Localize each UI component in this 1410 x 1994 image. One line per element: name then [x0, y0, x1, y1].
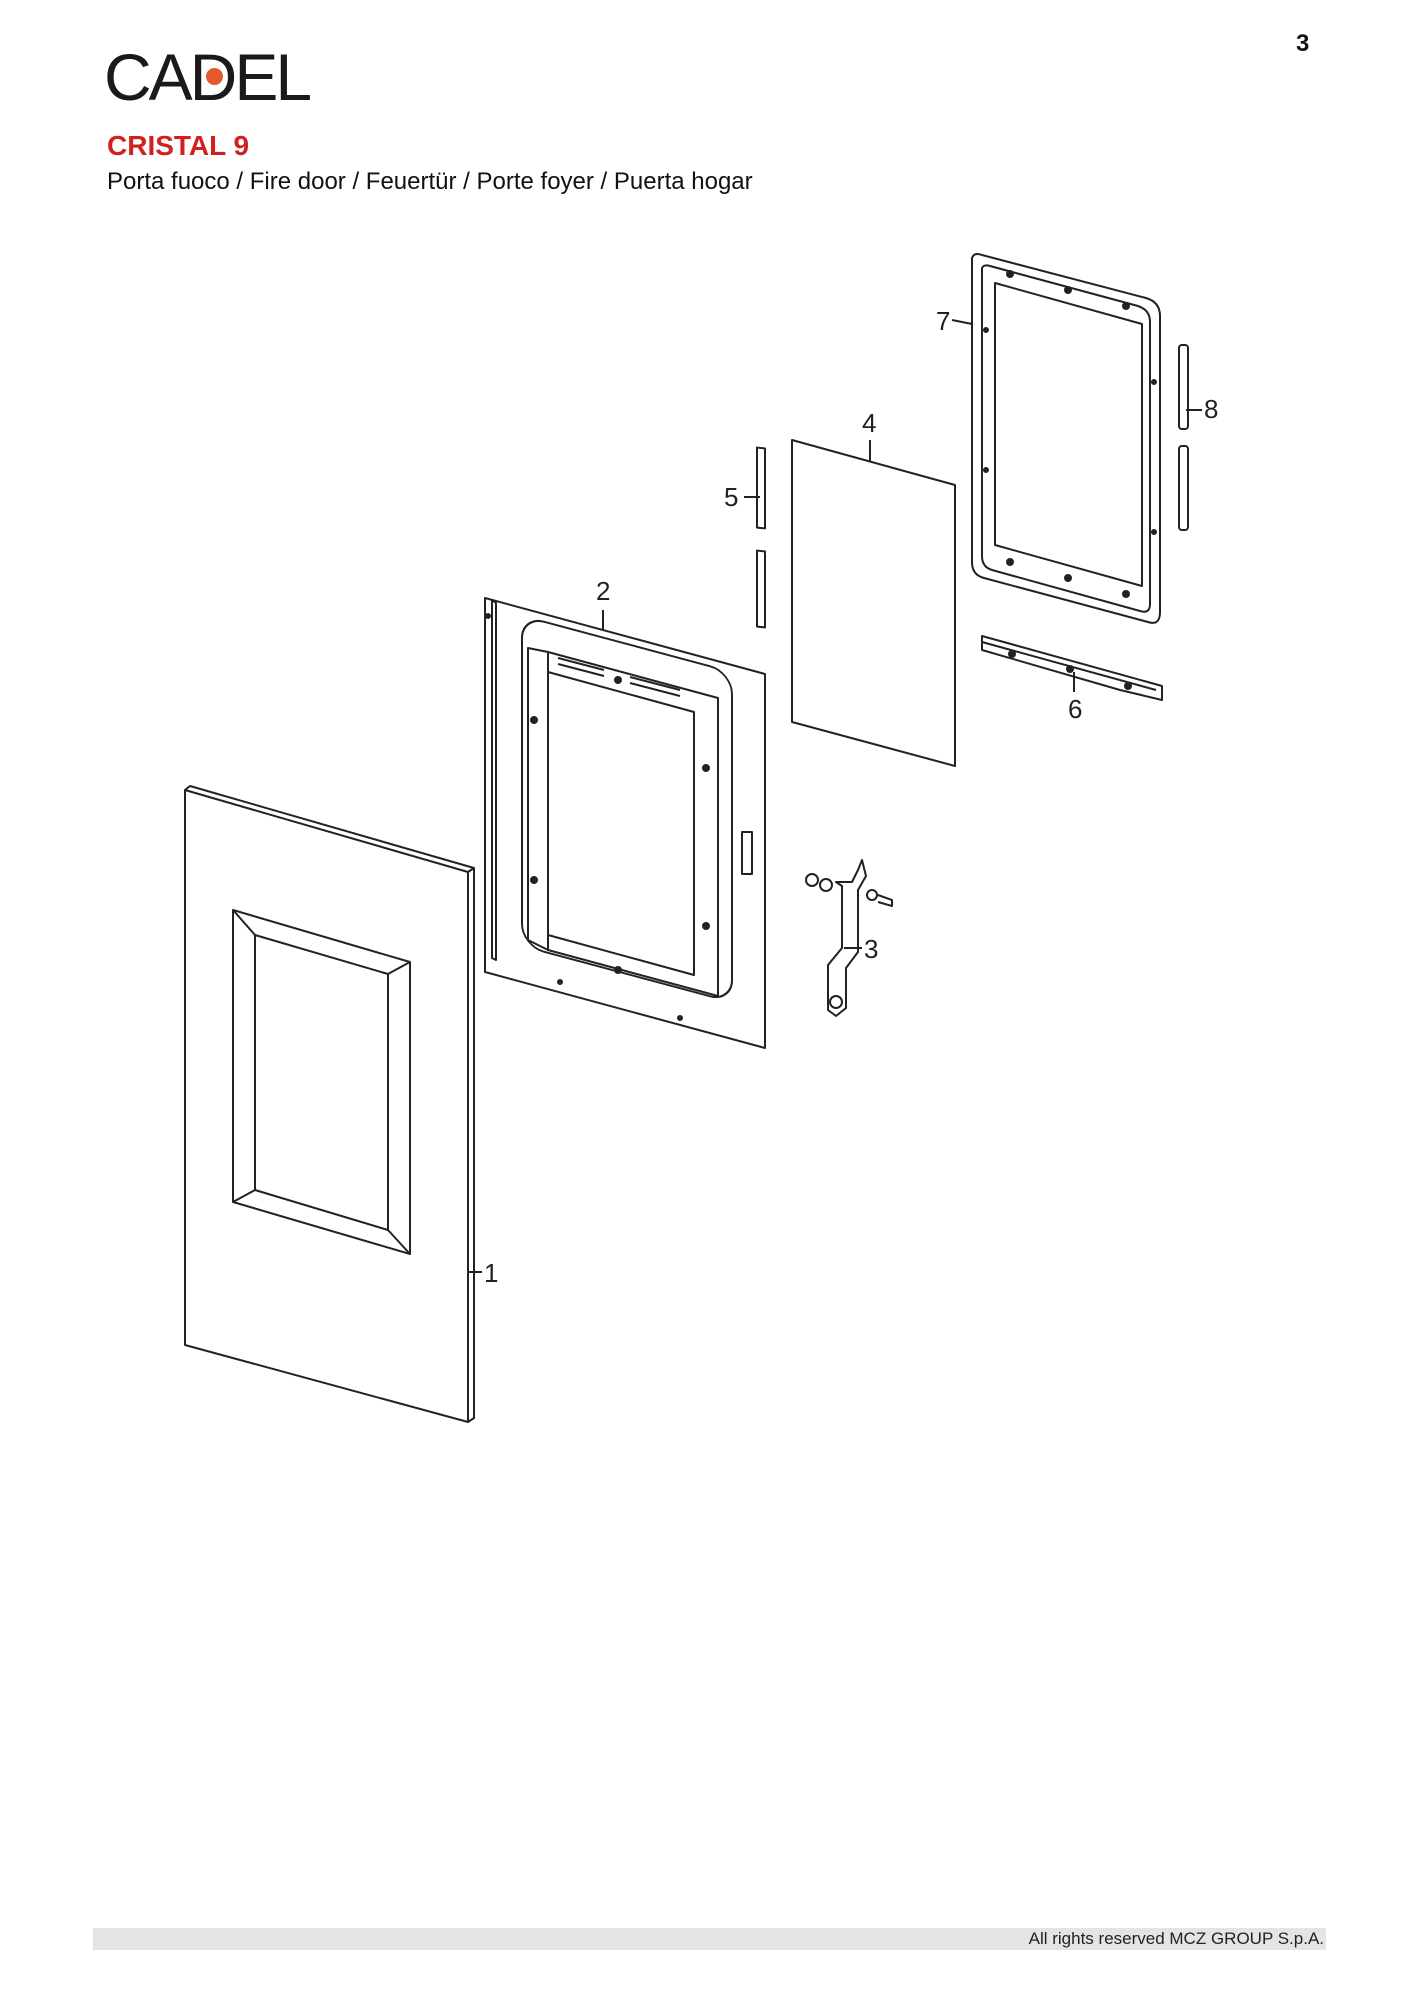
label-3: 3 [864, 934, 878, 964]
cadel-logo: CADEL [104, 44, 319, 110]
footer-copyright: All rights reserved MCZ GROUP S.p.A. [1028, 1929, 1324, 1948]
section-title: Porta fuoco / Fire door / Feuertür / Por… [107, 168, 753, 195]
part-4-glass [791, 439, 956, 767]
part-6-lower-bar [981, 635, 1163, 701]
part-2-inner-frame [484, 597, 766, 1049]
label-7: 7 [936, 306, 950, 336]
part-5-gaskets [756, 446, 766, 629]
label-1: 1 [484, 1258, 498, 1288]
page-number: 3 [1296, 30, 1310, 57]
part-8-side-gaskets [1178, 344, 1189, 531]
label-6: 6 [1068, 694, 1082, 724]
part-3-latch [805, 859, 893, 1017]
footer-bar [93, 1928, 1326, 1950]
label-5: 5 [724, 482, 738, 512]
model-title: CRISTAL 9 [107, 130, 250, 161]
logo-dot-icon [206, 68, 223, 85]
part-1-door-panel [184, 785, 475, 1423]
label-4: 4 [862, 408, 876, 438]
label-8: 8 [1204, 394, 1218, 424]
part-7-glass-frame [971, 253, 1161, 624]
label-2: 2 [596, 576, 610, 606]
